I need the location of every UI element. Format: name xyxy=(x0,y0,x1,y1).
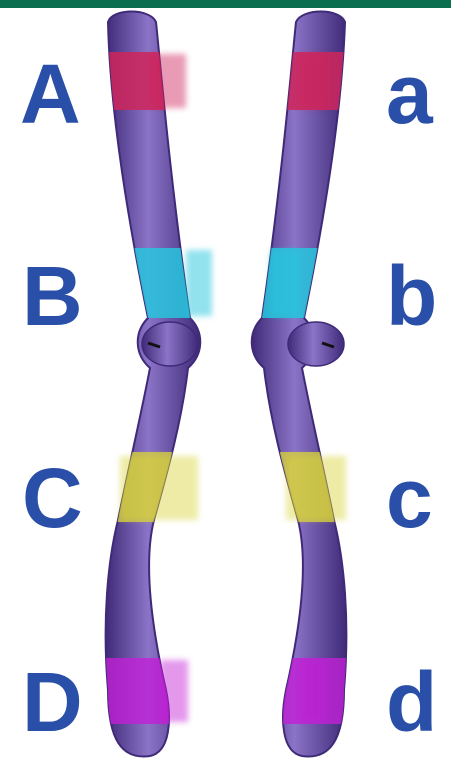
allele-label-D: D xyxy=(22,660,83,744)
left-band-d xyxy=(90,658,220,724)
left-chromosome xyxy=(90,12,230,757)
left-band-c-glow xyxy=(120,456,198,520)
right-band-c-glow xyxy=(286,456,346,520)
allele-label-b: b xyxy=(386,254,437,338)
right-chromosome-body xyxy=(252,12,347,757)
left-chromosome-body xyxy=(106,12,201,757)
right-band-b-glow xyxy=(270,250,300,316)
left-band-a-glow xyxy=(150,54,186,108)
right-band-d-glow xyxy=(300,660,324,722)
allele-label-A: A xyxy=(20,52,81,136)
right-centromere xyxy=(288,322,344,366)
allele-label-a: a xyxy=(386,52,433,136)
left-band-b-glow xyxy=(186,250,212,316)
allele-label-d: d xyxy=(386,660,437,744)
allele-label-B: B xyxy=(22,254,83,338)
left-band-d-glow xyxy=(160,660,188,722)
right-chromosome xyxy=(220,12,370,757)
right-band-a-glow xyxy=(298,54,328,108)
allele-label-c: c xyxy=(386,456,433,540)
allele-label-C: C xyxy=(22,456,83,540)
